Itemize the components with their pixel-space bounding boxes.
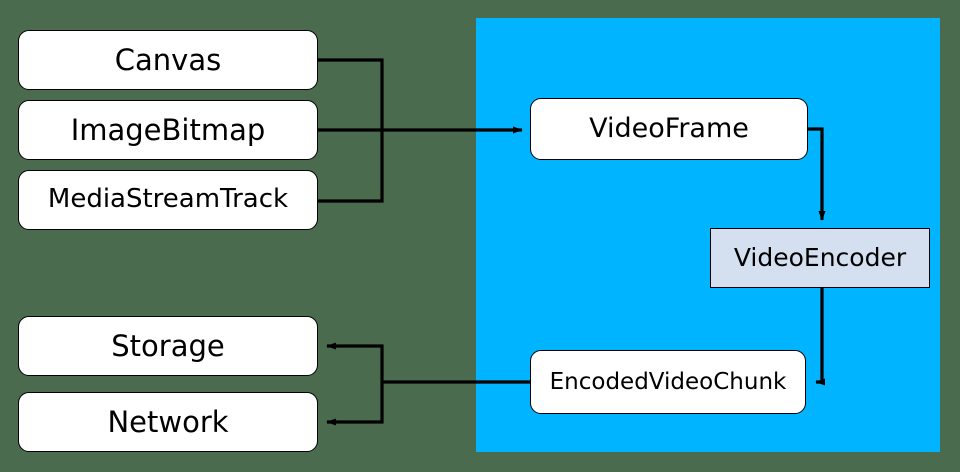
node-imagebitmap[interactable]: ImageBitmap (18, 100, 318, 160)
node-storage[interactable]: Storage (18, 316, 318, 376)
node-imagebitmap-label: ImageBitmap (70, 112, 266, 147)
node-videoframe-label: VideoFrame (589, 112, 749, 144)
edge-mediastreamtrack-to-videoframe (318, 130, 384, 203)
node-mediastreamtrack[interactable]: MediaStreamTrack (18, 170, 318, 230)
node-encodedvideochunk[interactable]: EncodedVideoChunk (530, 350, 806, 414)
edge-canvas-to-videoframe (318, 58, 384, 130)
node-canvas[interactable]: Canvas (18, 30, 318, 90)
node-videoencoder[interactable]: VideoEncoder (710, 228, 930, 288)
edge-chunk-to-network (326, 382, 384, 426)
node-storage-label: Storage (111, 328, 225, 363)
edge-chunk-to-storage (326, 342, 384, 382)
node-encodedvideochunk-label: EncodedVideoChunk (549, 368, 787, 395)
node-canvas-label: Canvas (114, 42, 222, 77)
node-network-label: Network (107, 404, 229, 439)
node-mediastreamtrack-label: MediaStreamTrack (47, 184, 289, 215)
node-videoencoder-label: VideoEncoder (733, 242, 907, 272)
node-network[interactable]: Network (18, 392, 318, 452)
edge-videoencoder-to-chunk (815, 288, 826, 386)
edge-videoframe-to-videoencoder (808, 127, 826, 221)
node-videoframe[interactable]: VideoFrame (530, 98, 808, 160)
